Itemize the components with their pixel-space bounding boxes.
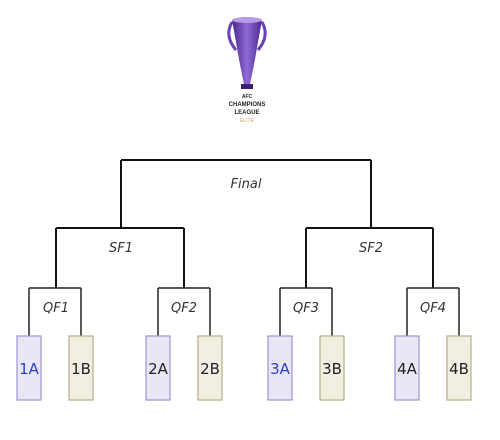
qf2-label: QF2 <box>171 301 197 316</box>
seed-boxes: 1A 1B 2A 2B 3A 3B 4A 4B <box>16 335 472 401</box>
svg-text:1B: 1B <box>71 360 91 378</box>
qf2-connector <box>157 287 211 336</box>
sf1-label: SF1 <box>109 241 133 256</box>
svg-text:CHAMPIONS: CHAMPIONS <box>229 102 266 108</box>
svg-text:4B: 4B <box>449 360 469 378</box>
svg-text:2B: 2B <box>200 360 220 378</box>
svg-text:ELITE: ELITE <box>240 118 255 124</box>
qf3-connector <box>279 287 333 336</box>
svg-text:LEAGUE: LEAGUE <box>234 110 259 116</box>
svg-text:3A: 3A <box>270 360 291 378</box>
sf2-connector <box>305 227 434 288</box>
trophy-icon: AFC CHAMPIONS LEAGUE ELITE <box>227 17 267 124</box>
seed-box-2b[interactable]: 2B <box>197 335 223 401</box>
qf4-connector <box>406 287 460 336</box>
final-connector <box>120 159 372 228</box>
afc-champions-league-elite-logo: AFC CHAMPIONS LEAGUE ELITE <box>220 14 274 144</box>
qf3-label: QF3 <box>293 301 319 316</box>
seed-box-3a[interactable]: 3A <box>267 335 293 401</box>
seed-box-3b[interactable]: 3B <box>319 335 345 401</box>
svg-text:1A: 1A <box>19 360 40 378</box>
svg-text:AFC: AFC <box>242 94 253 100</box>
final-label: Final <box>231 177 262 192</box>
svg-text:2A: 2A <box>148 360 169 378</box>
seed-box-1a[interactable]: 1A <box>16 335 42 401</box>
sf2-label: SF2 <box>359 241 383 256</box>
seed-box-2a[interactable]: 2A <box>145 335 171 401</box>
qf1-label: QF1 <box>43 301 69 316</box>
seed-box-4b[interactable]: 4B <box>446 335 472 401</box>
sf1-connector <box>55 227 185 288</box>
seed-box-4a[interactable]: 4A <box>394 335 420 401</box>
svg-text:4A: 4A <box>397 360 418 378</box>
qf4-label: QF4 <box>420 301 446 316</box>
svg-text:3B: 3B <box>322 360 342 378</box>
seed-box-1b[interactable]: 1B <box>68 335 94 401</box>
qf1-connector <box>28 287 82 336</box>
